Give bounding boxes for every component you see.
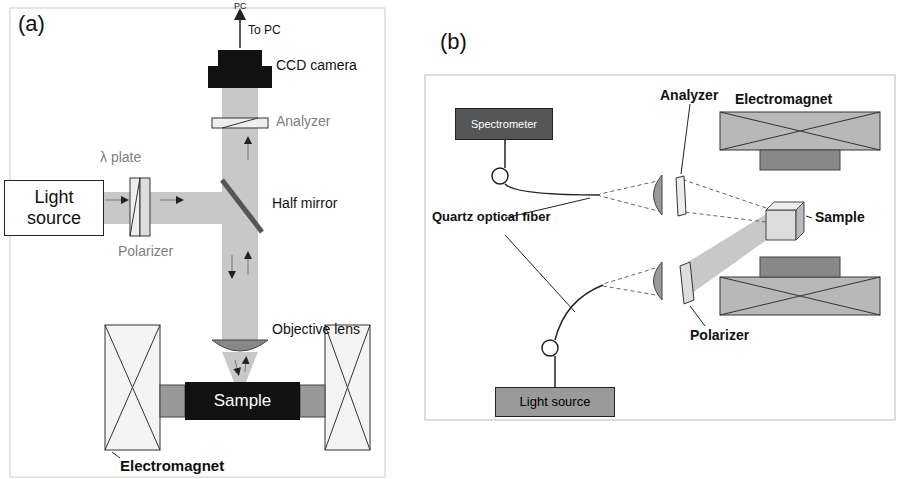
leader-line: [806, 216, 812, 218]
light-source-box: Light source: [495, 387, 615, 417]
lens: [654, 262, 663, 300]
polarizer: [680, 262, 694, 304]
part-label: Polarizer: [690, 328, 749, 343]
node-text: Sample: [214, 391, 272, 411]
part-label: λ plate: [100, 150, 141, 165]
part-label: Sample: [815, 210, 865, 225]
light-source-box: Light source: [4, 180, 104, 236]
node-text: Light source: [520, 395, 591, 410]
pole-piece: [760, 150, 840, 170]
part-label: Analyzer: [276, 114, 330, 129]
leader-line: [505, 235, 575, 312]
part-label: CCD camera: [276, 58, 357, 73]
output-label: PC: [234, 2, 247, 12]
part-label: Electromagnet: [120, 458, 224, 475]
analyzer: [676, 176, 686, 216]
output-arrow: [239, 14, 241, 48]
node-text: Spectrometer: [471, 118, 537, 131]
focus-cone: [222, 352, 258, 382]
half-mirror: [222, 180, 262, 232]
part-label: Objective lens: [272, 322, 360, 337]
part-label: Half mirror: [272, 196, 337, 211]
pole-piece: [300, 385, 325, 417]
pole-piece: [160, 385, 185, 417]
optical-fiber: [492, 140, 603, 387]
electromagnet: [105, 325, 370, 450]
panel-frame: [10, 8, 385, 477]
panel-frame: [425, 75, 895, 420]
lens: [654, 175, 663, 215]
node-text: Light source: [5, 187, 103, 228]
ccd-camera: [208, 50, 272, 88]
panel-letter: (b): [440, 30, 467, 54]
polarizer: [140, 178, 150, 236]
output-label: To PC: [248, 24, 281, 37]
sample-block: Sample: [185, 382, 300, 420]
part-label: Analyzer: [660, 88, 718, 103]
part-label: Polarizer: [118, 244, 173, 259]
electromagnet: [720, 112, 880, 315]
spectrometer-box: Spectrometer: [455, 108, 553, 140]
leader-line: [681, 104, 690, 174]
light-beam: [688, 214, 772, 296]
analyzer: [212, 118, 268, 128]
leader-line: [690, 306, 705, 326]
leader-line: [112, 452, 120, 458]
objective-lens: [212, 340, 268, 351]
part-label: Electromagnet: [735, 92, 832, 107]
pole-piece: [760, 257, 840, 277]
part-label: Quartz optical fiber: [432, 210, 550, 224]
lambda-plate: [130, 178, 140, 236]
panel-letter: (a): [18, 12, 45, 36]
sample-cube: [766, 202, 804, 240]
